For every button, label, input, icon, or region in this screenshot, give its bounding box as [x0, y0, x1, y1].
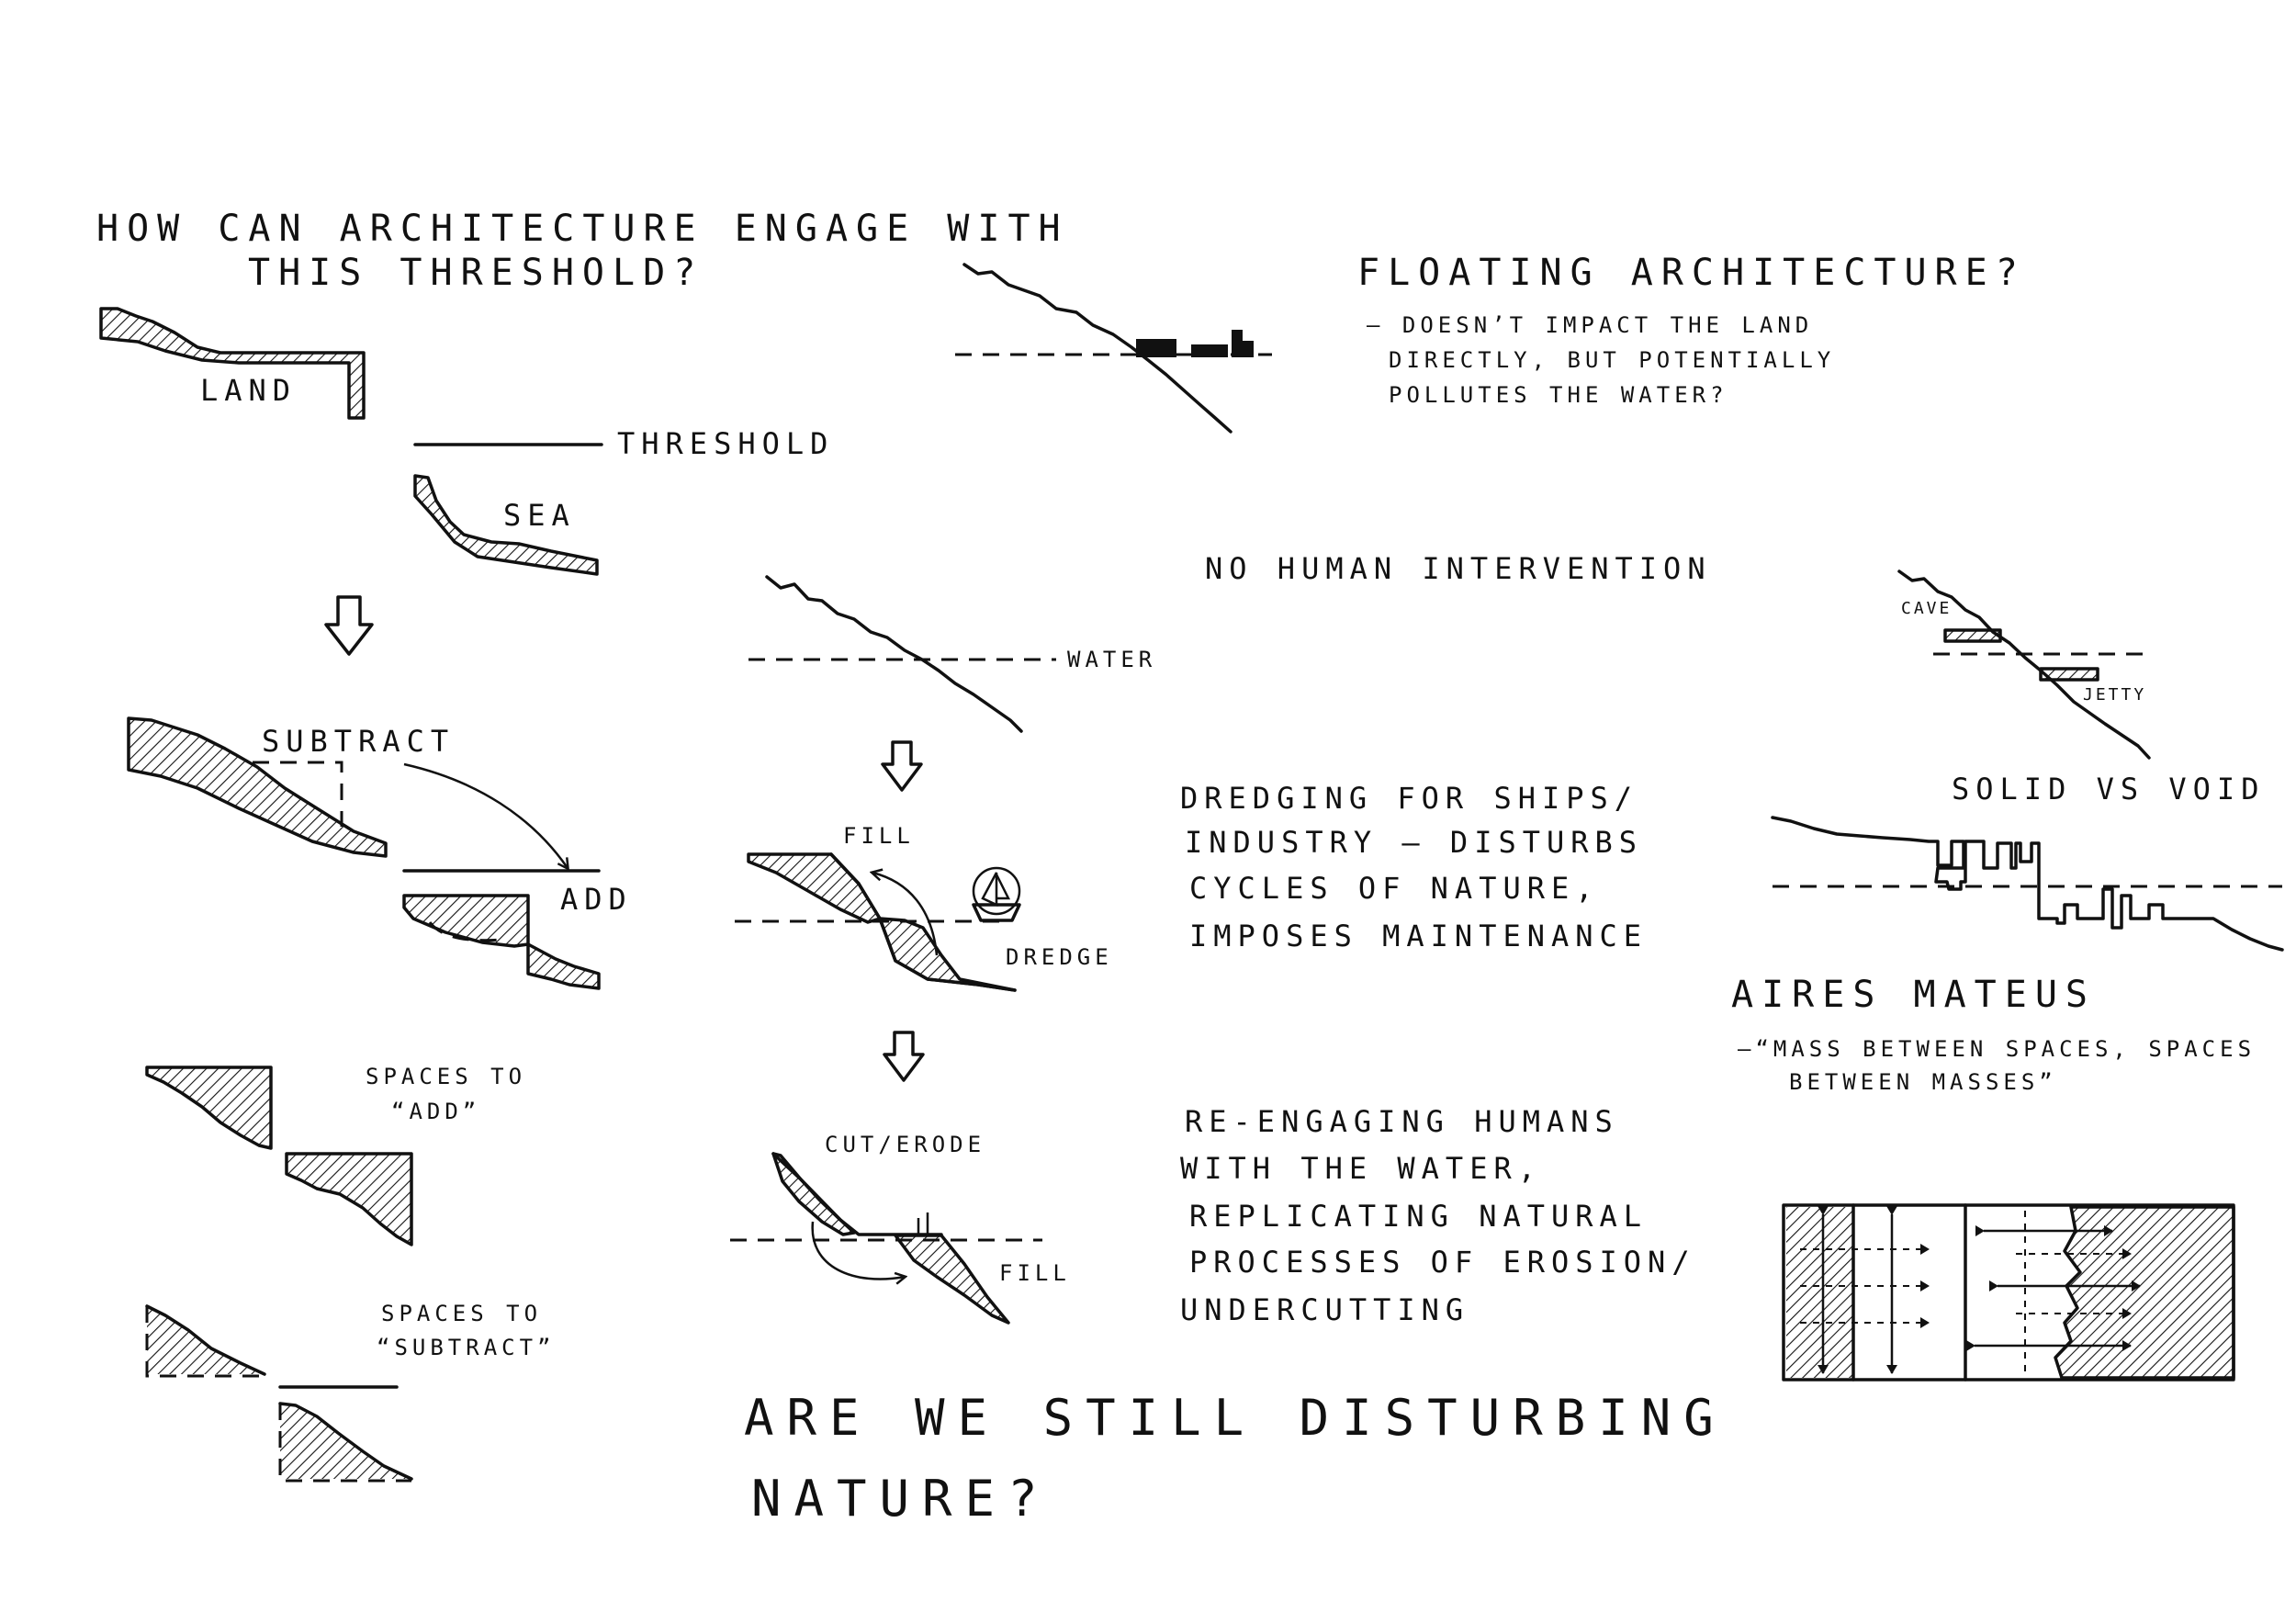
dredging-note-line-2: INDUSTRY – DISTURBS	[1185, 825, 1643, 860]
reengaging-note-line-2: WITH THE WATER,	[1180, 1151, 1542, 1186]
floating-architecture-diagram	[955, 263, 1272, 434]
floating-title: FLOATING ARCHITECTURE?	[1357, 252, 2026, 294]
jetty-label: JETTY	[2083, 685, 2146, 705]
aires-quote-line-1: –“MASS BETWEEN SPACES, SPACES	[1738, 1036, 2256, 1062]
subtract-diagram	[127, 716, 601, 990]
sea-section	[413, 474, 599, 576]
sea-label: SEA	[503, 498, 576, 533]
land-section	[99, 307, 366, 420]
no-human-label: NO HUMAN INTERVENTION	[1205, 551, 1712, 586]
threshold-label: THRESHOLD	[617, 426, 834, 461]
dredging-note-line-4: IMPOSES MAINTENANCE	[1189, 919, 1648, 953]
dredging-note-line-1: DREDGING FOR SHIPS/	[1180, 781, 1638, 816]
solid-void-diagram	[1771, 816, 2284, 952]
land-label: LAND	[200, 373, 297, 408]
spaces-to-add-line-2: “ADD”	[391, 1099, 480, 1124]
reengaging-note-line-1: RE-ENGAGING HUMANS	[1185, 1104, 1619, 1139]
floating-note-line-1: – DOESN’T IMPACT THE LAND	[1367, 312, 1813, 338]
dredge-label: DREDGE	[1006, 944, 1113, 970]
spaces-to-subtract-line-2: “SUBTRACT”	[377, 1335, 556, 1360]
cut-erode-label: CUT/ERODE	[825, 1132, 985, 1157]
add-label: ADD	[560, 882, 633, 917]
cave-label: CAVE	[1901, 599, 1952, 618]
spaces-to-add-diagram	[145, 1066, 413, 1246]
no-human-diagram	[748, 575, 1056, 733]
down-arrow-icon	[881, 740, 923, 792]
floating-note-line-2: DIRECTLY, BUT POTENTIALLY	[1389, 347, 1835, 373]
closing-question-line-2: NATURE?	[751, 1470, 1051, 1528]
down-arrow-icon	[883, 1031, 925, 1082]
question-line-2: THIS THRESHOLD?	[248, 252, 703, 294]
reengaging-note-line-4: PROCESSES OF EROSION/	[1189, 1245, 1696, 1280]
spaces-to-add-line-1: SPACES TO	[366, 1064, 526, 1089]
water-label: WATER	[1067, 647, 1156, 672]
cut-erode-diagram	[730, 1152, 1042, 1325]
closing-question-line-1: ARE WE STILL DISTURBING	[744, 1389, 1727, 1447]
spaces-to-subtract-diagram	[145, 1304, 413, 1483]
fill-bottom-label: FILL	[999, 1260, 1071, 1286]
mass-space-diagram	[1782, 1203, 2235, 1382]
floating-note-line-3: POLLUTES THE WATER?	[1389, 382, 1728, 408]
reengaging-note-line-3: REPLICATING NATURAL	[1189, 1199, 1648, 1234]
fill-top-label: FILL	[843, 823, 915, 849]
dredging-note-line-3: CYCLES OF NATURE,	[1189, 871, 1600, 906]
dredging-diagram	[735, 852, 1021, 992]
aires-mateus-title: AIRES MATEUS	[1731, 974, 2096, 1016]
subtract-label: SUBTRACT	[262, 724, 455, 759]
aires-quote-line-2: BETWEEN MASSES”	[1789, 1069, 2057, 1095]
spaces-to-subtract-line-1: SPACES TO	[381, 1301, 542, 1326]
down-arrow-icon	[324, 595, 374, 656]
solid-void-label: SOLID VS VOID	[1952, 772, 2265, 806]
question-line-1: HOW CAN ARCHITECTURE ENGAGE WITH	[96, 208, 1069, 250]
cave-jetty-diagram	[1897, 570, 2154, 760]
reengaging-note-line-5: UNDERCUTTING	[1180, 1292, 1469, 1327]
